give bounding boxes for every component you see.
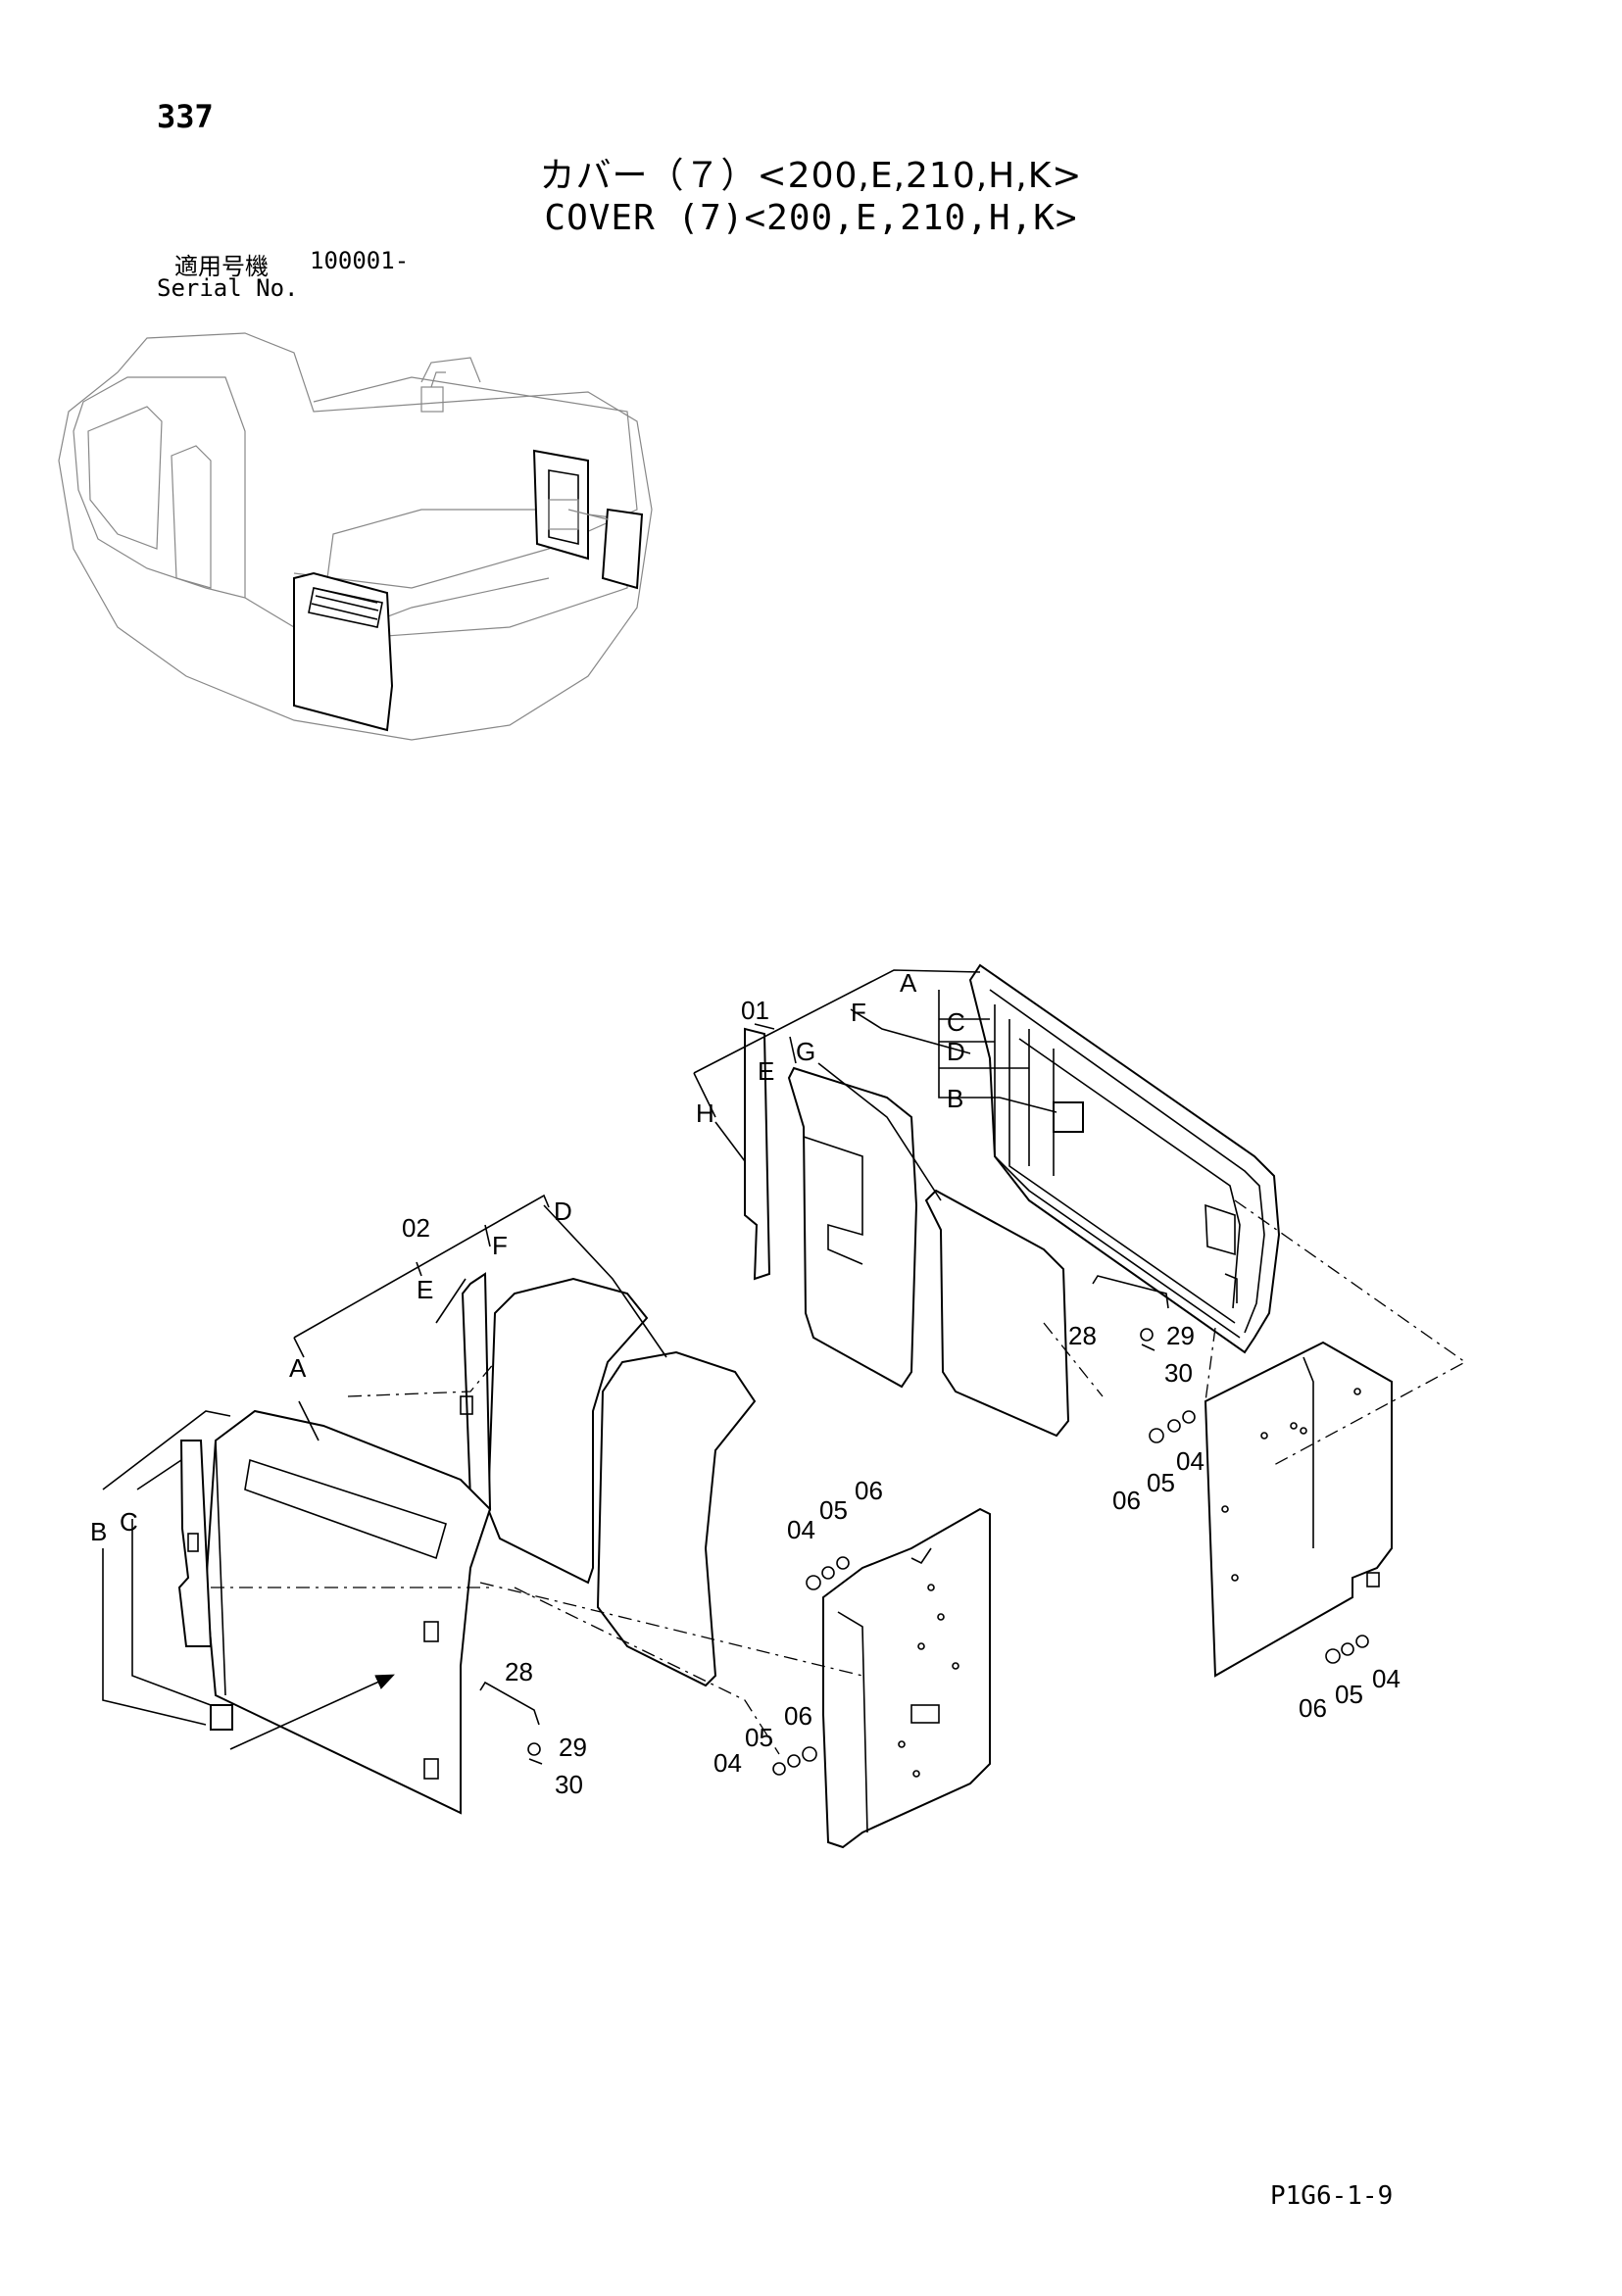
- serial-label-jp: 適用号機: [174, 253, 269, 280]
- callout-A-left: A: [289, 1353, 307, 1383]
- callout-05-middle-lower: 05: [745, 1723, 773, 1752]
- cover-02-assembly: [177, 1272, 757, 1815]
- callout-30-left: 30: [555, 1770, 583, 1799]
- callout-labels: 01 A F C D B E G H 28 29 30 06 05 04 06 …: [90, 968, 1401, 1799]
- callout-F-right: F: [851, 998, 866, 1027]
- machine-overview-illustration: [58, 332, 653, 741]
- serial-label-en: Serial No.: [157, 274, 299, 302]
- callout-D-right: D: [947, 1037, 965, 1066]
- callout-D-left: D: [554, 1197, 572, 1226]
- callout-29-left: 29: [559, 1733, 587, 1762]
- callout-04-middle-lower: 04: [713, 1748, 742, 1778]
- callout-05-middle: 05: [819, 1495, 848, 1525]
- callout-02: 02: [402, 1213, 430, 1243]
- callout-04-middle: 04: [787, 1515, 815, 1544]
- callout-28-left: 28: [505, 1657, 533, 1686]
- callout-05-right-lower: 05: [1335, 1680, 1363, 1709]
- callout-E-right: E: [758, 1056, 774, 1086]
- callout-H-right: H: [696, 1099, 714, 1128]
- page-number: 337: [157, 98, 214, 135]
- page-title-jp: カバー（７）<200,E,210,H,K>: [539, 156, 1083, 196]
- cover-01-assembly: [744, 963, 1281, 1438]
- callout-B-left: B: [90, 1517, 107, 1546]
- callout-06-right-lower: 06: [1299, 1693, 1327, 1723]
- callout-06-middle: 06: [855, 1476, 883, 1505]
- serial-value: 100001-: [310, 247, 410, 274]
- callout-06-middle-lower: 06: [784, 1701, 812, 1731]
- callout-F-left: F: [492, 1231, 508, 1260]
- louver-grille: [244, 1458, 447, 1560]
- callout-A-right: A: [900, 968, 917, 998]
- callout-04-right-lower: 04: [1372, 1664, 1401, 1693]
- callout-06-right: 06: [1112, 1486, 1141, 1515]
- bracket-plate-middle: [772, 1507, 991, 1849]
- footer-code: P1G6-1-9: [1270, 2181, 1394, 2211]
- bracket-plate-right: [1149, 1341, 1393, 1678]
- callout-B-right: B: [947, 1084, 963, 1113]
- page-title-en: COVER (7)<200,E,210,H,K>: [544, 198, 1078, 238]
- callout-29-right: 29: [1166, 1321, 1195, 1350]
- callout-E-left: E: [417, 1275, 433, 1304]
- callout-28-right: 28: [1068, 1321, 1097, 1350]
- callout-01: 01: [741, 996, 769, 1025]
- callout-05-right: 05: [1147, 1468, 1175, 1497]
- callout-C-left: C: [120, 1507, 138, 1537]
- callout-C-right: C: [947, 1007, 965, 1037]
- assembly-lines: [211, 1199, 1467, 1755]
- callout-G-right: G: [796, 1037, 815, 1066]
- callout-30-right: 30: [1164, 1358, 1193, 1388]
- callout-04-right: 04: [1176, 1446, 1204, 1476]
- callout-leader-lines: [102, 969, 1057, 1726]
